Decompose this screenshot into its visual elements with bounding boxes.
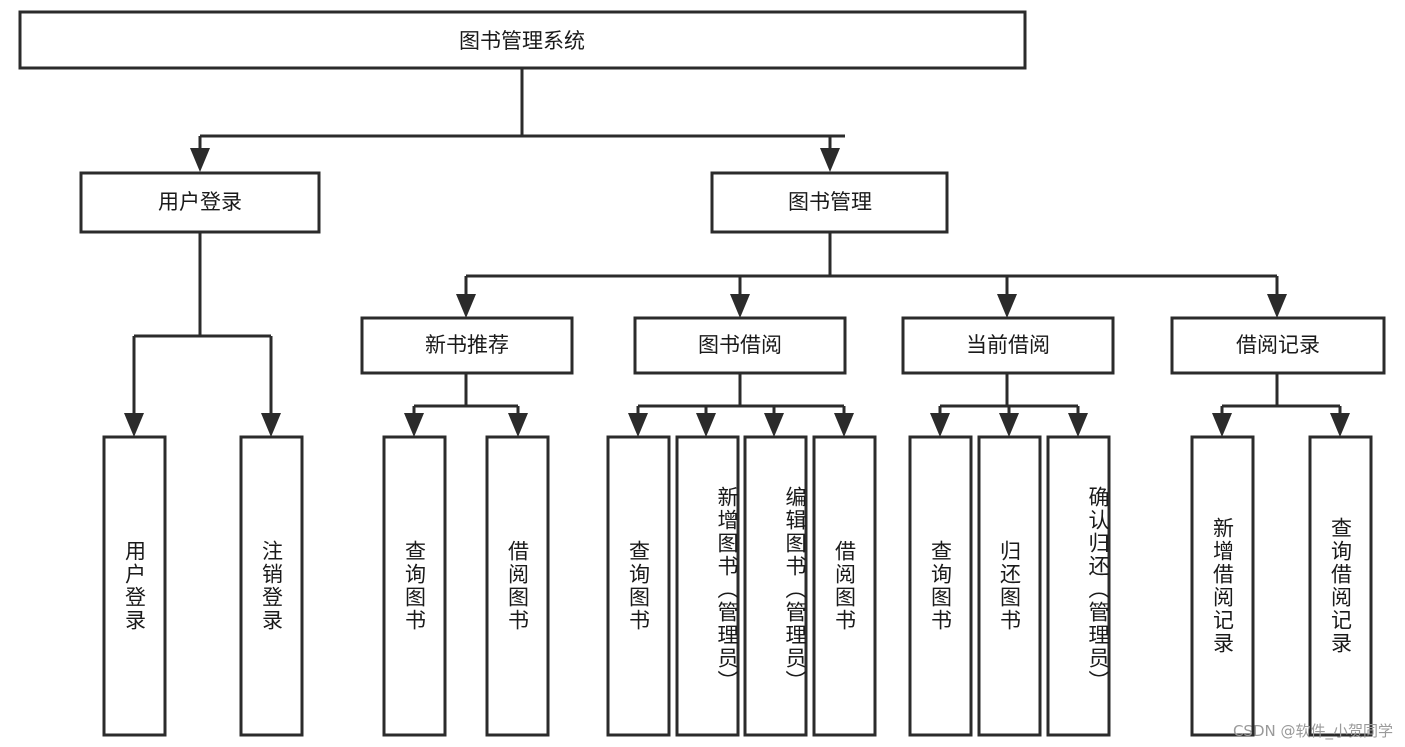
node-label-leaf-return-book: 归还图书 [997,540,1022,632]
node-label-leaf-query-book-2: 查询图书 [626,540,651,632]
node-box-leaf-user-login[interactable] [102,435,167,737]
node-box-leaf-add-book[interactable] [675,435,740,737]
node-label-leaf-query-book-1: 查询图书 [402,540,427,632]
arrow-head-leaf-add-record [1212,413,1232,437]
node-box-leaf-borrow-book-1[interactable] [485,435,550,737]
arrow-head-leaf-add-book [696,413,716,437]
arrow-head-leaf-return-book [999,413,1019,437]
node-box-current-borrow[interactable] [901,316,1115,375]
arrow-head-leaf-borrow-book-1 [508,413,528,437]
node-label-new-book-rec: 新书推荐 [425,333,509,357]
node-box-leaf-edit-book[interactable] [743,435,808,737]
arrow-head-leaf-confirm-return [1068,413,1088,437]
arrow-head-leaf-query-record [1330,413,1350,437]
arrow-head-book-manage [820,148,840,172]
node-label-root: 图书管理系统 [459,29,585,53]
node-label-leaf-borrow-book-2: 借阅图书 [832,540,857,632]
arrow-head-book-borrow [730,294,750,318]
arrow-head-leaf-query-book-2 [628,413,648,437]
node-label-leaf-query-book-3: 查询图书 [928,540,953,632]
node-box-book-borrow[interactable] [633,316,847,375]
edge-group-borrow-record [1212,373,1350,437]
node-label-leaf-edit-book: 编辑图书（管理员） [783,485,807,693]
node-box-book-manage[interactable] [710,171,949,234]
node-box-leaf-return-book[interactable] [977,435,1042,737]
node-box-leaf-borrow-book-2[interactable] [812,435,877,737]
arrow-head-leaf-edit-book [764,413,784,437]
node-label-borrow-record: 借阅记录 [1236,333,1320,357]
node-box-new-book-rec[interactable] [360,316,574,375]
node-label-leaf-add-book: 新增图书（管理员） [715,485,739,693]
node-label-leaf-borrow-book-1: 借阅图书 [505,540,530,632]
node-box-leaf-confirm-return[interactable] [1046,435,1111,737]
edge-group-current-borrow [930,373,1088,437]
node-box-leaf-query-book-3[interactable] [908,435,973,737]
node-label-book-manage: 图书管理 [788,190,872,214]
node-label-leaf-confirm-return: 确认归还（管理员） [1086,485,1110,693]
arrow-head-leaf-borrow-book-2 [834,413,854,437]
arrow-head-current-borrow [997,294,1017,318]
edge-group-user-login [124,232,281,437]
node-box-leaf-add-record[interactable] [1190,435,1255,737]
node-label-book-borrow: 图书借阅 [698,333,782,357]
arrow-head-leaf-query-book-3 [930,413,950,437]
arrow-head-leaf-logout-login [261,413,281,437]
node-box-leaf-query-book-1[interactable] [382,435,447,737]
arrow-head-leaf-user-login [124,413,144,437]
arrow-head-borrow-record [1267,294,1287,318]
node-box-user-login[interactable] [79,171,321,234]
edge-group-new-book-rec [404,373,528,437]
watermark-text: CSDN @软件_小贺同学 [1232,722,1393,740]
node-label-leaf-user-login: 用户登录 [122,540,147,632]
node-label-leaf-logout-login: 注销登录 [259,540,284,632]
node-label-leaf-query-record: 查询借阅记录 [1328,517,1353,655]
node-box-leaf-logout-login[interactable] [239,435,304,737]
edge-group-book-borrow [628,373,854,437]
edge-group-book-manage [456,232,1287,318]
node-box-leaf-query-record[interactable] [1308,435,1373,737]
node-box-borrow-record[interactable] [1170,316,1386,375]
edge-group-root [190,68,845,172]
arrow-head-user-login [190,148,210,172]
node-box-leaf-query-book-2[interactable] [606,435,671,737]
node-label-leaf-add-record: 新增借阅记录 [1210,517,1235,655]
node-label-current-borrow: 当前借阅 [966,333,1050,357]
node-box-root[interactable] [18,10,1027,70]
arrow-head-leaf-query-book-1 [404,413,424,437]
arrow-head-new-book-rec [456,294,476,318]
node-label-user-login: 用户登录 [158,190,242,214]
